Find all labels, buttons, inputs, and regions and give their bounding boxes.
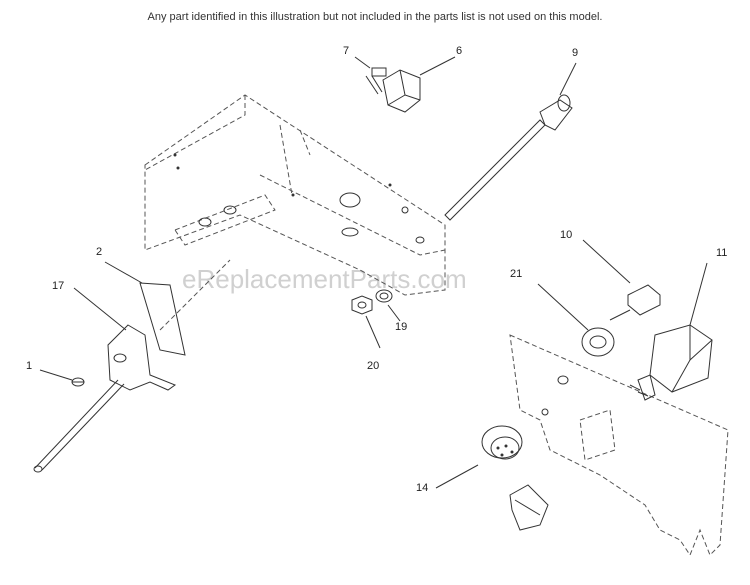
clip-part (71, 377, 85, 387)
screw-part (365, 67, 387, 95)
charger-part (629, 324, 713, 401)
right-panel (509, 334, 729, 557)
callout-1: 1 (26, 360, 32, 372)
washer-nut (351, 289, 393, 315)
callout-19: 19 (395, 321, 407, 333)
switch-part (481, 425, 549, 531)
callout-9: 9 (572, 47, 578, 59)
rod-part (444, 94, 573, 221)
callout-21: 21 (510, 268, 522, 280)
callout-10: 10 (560, 229, 572, 241)
callout-6: 6 (456, 45, 462, 57)
watermark: eReplacementParts.com (182, 264, 467, 294)
leader-lines (39, 56, 708, 489)
callout-11: 11 (716, 247, 727, 259)
main-bracket (144, 94, 446, 296)
knob-part (382, 69, 421, 113)
callout-20: 20 (367, 360, 379, 372)
connector-part (609, 284, 661, 321)
callout-14: 14 (416, 482, 428, 494)
callout-17: 17 (52, 280, 64, 292)
bushing-part (581, 327, 615, 357)
diagram-note: Any part identified in this illustration… (147, 11, 603, 23)
lever-assembly (33, 259, 231, 473)
callout-2: 2 (96, 246, 102, 258)
callout-7: 7 (343, 45, 349, 57)
